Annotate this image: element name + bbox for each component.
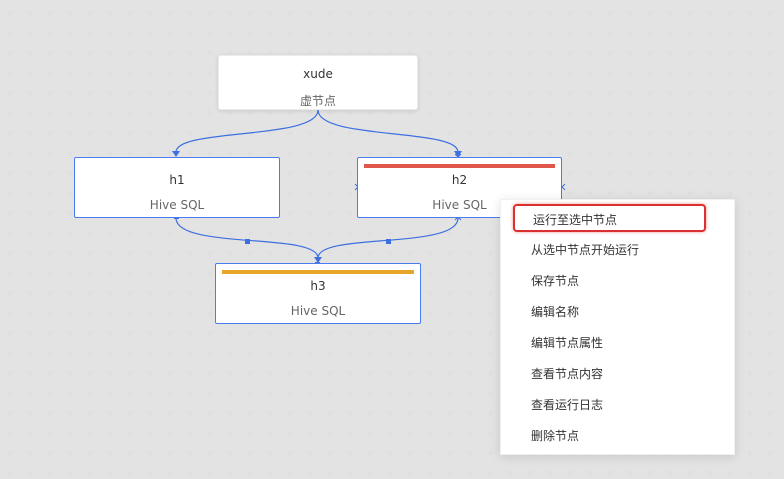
- node-type: Hive SQL: [149, 198, 205, 212]
- edge-handle[interactable]: [386, 239, 391, 244]
- node-title: h3: [310, 279, 326, 293]
- node-type: 虚节点: [299, 94, 336, 108]
- edge-xude-h2[interactable]: [317, 109, 459, 153]
- node-h2[interactable]: h2 Hive SQL: [357, 157, 562, 218]
- menu-item-run-from-selected[interactable]: 从选中节点开始运行: [531, 243, 640, 257]
- node-title: h1: [169, 173, 185, 187]
- menu-item-run-to-selected[interactable]: 运行至选中节点: [513, 204, 706, 232]
- status-bar-running: [222, 270, 414, 274]
- edge-h3-arrow: [314, 257, 322, 263]
- menu-item-edit-name[interactable]: 编辑名称: [531, 305, 580, 319]
- edge-xude-h1[interactable]: [175, 109, 319, 153]
- node-type: Hive SQL: [432, 198, 487, 212]
- edge-h2-h3[interactable]: [317, 217, 459, 259]
- node-type: Hive SQL: [290, 304, 346, 318]
- node-title: xude: [303, 67, 333, 81]
- context-menu: 运行至选中节点 从选中节点开始运行 保存节点 编辑名称 编辑节点属性 查看节点内…: [500, 199, 735, 455]
- node-xude[interactable]: xude 虚节点: [218, 55, 418, 110]
- node-h1[interactable]: h1 Hive SQL: [74, 157, 280, 218]
- menu-item-save-node[interactable]: 保存节点: [531, 274, 580, 288]
- menu-item-edit-properties[interactable]: 编辑节点属性: [531, 336, 604, 350]
- node-h3[interactable]: h3 Hive SQL: [215, 263, 421, 324]
- menu-item-view-content[interactable]: 查看节点内容: [531, 367, 604, 381]
- menu-item-view-log[interactable]: 查看运行日志: [531, 398, 604, 412]
- status-bar-failed: [364, 164, 555, 168]
- edge-h1-h3[interactable]: [175, 217, 319, 259]
- edge-xude-h2-arrow: [454, 151, 462, 157]
- edge-xude-h1-arrow: [172, 151, 180, 157]
- menu-item-delete-node[interactable]: 删除节点: [531, 429, 580, 443]
- node-title: h2: [451, 173, 468, 187]
- edge-handle[interactable]: [245, 239, 250, 244]
